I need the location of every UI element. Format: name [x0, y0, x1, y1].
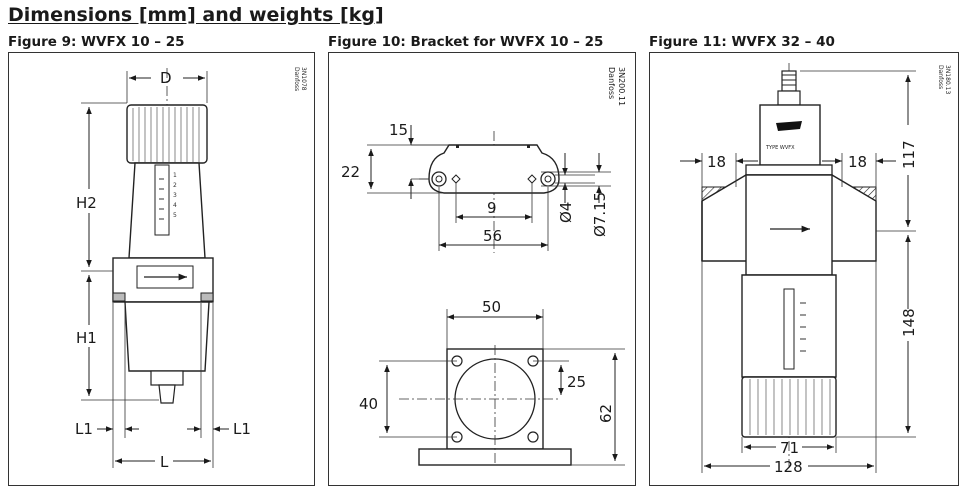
svg-text:25: 25	[567, 373, 586, 391]
dim-56: 56	[438, 187, 549, 251]
svg-text:Ø7.15: Ø7.15	[591, 192, 609, 237]
figure-10-panel: Danfoss 3N200.11 15 22 9	[328, 52, 636, 486]
svg-text:18: 18	[707, 153, 726, 171]
svg-text:148: 148	[900, 308, 918, 337]
svg-text:50: 50	[482, 298, 501, 316]
dim-40: 40	[359, 360, 457, 438]
svg-text:Danfoss: Danfoss	[293, 67, 300, 91]
svg-text:62: 62	[597, 404, 615, 423]
dim-diameters: Ø4 Ø7.15	[541, 153, 611, 237]
figure-10-code: Danfoss 3N200.11	[607, 67, 626, 106]
bellows-housing	[124, 301, 210, 404]
bracket-front-view	[399, 345, 572, 466]
dim-62: 62	[543, 348, 625, 466]
dim-18-right: 18	[822, 153, 896, 187]
svg-text:22: 22	[341, 163, 360, 181]
figure-10-drawing: Danfoss 3N200.11 15 22 9	[341, 67, 626, 466]
dim-22: 22	[341, 144, 449, 194]
svg-text:56: 56	[483, 227, 502, 245]
svg-text:L: L	[160, 453, 169, 471]
svg-text:L1: L1	[233, 420, 251, 438]
svg-text:117: 117	[900, 140, 918, 169]
dim-L: L	[115, 453, 211, 471]
page-title: Dimensions [mm] and weights [kg]	[8, 4, 384, 26]
valve-body	[112, 257, 214, 303]
dim-18-left: 18	[680, 153, 758, 187]
svg-text:18: 18	[848, 153, 867, 171]
svg-text:3N1078: 3N1078	[300, 67, 307, 91]
dim-D: D	[126, 69, 208, 103]
dim-L1: L1 L1	[75, 303, 251, 468]
svg-text:15: 15	[389, 121, 408, 139]
svg-text:9: 9	[487, 199, 497, 217]
dim-25: 25	[533, 360, 586, 395]
svg-text:71: 71	[780, 439, 799, 457]
figure-9-panel: Danfoss 3N1078 1 2 3 4 5	[8, 52, 315, 486]
valve-body-11	[701, 164, 877, 276]
dim-50: 50	[446, 298, 544, 349]
figure-11-caption: Figure 11: WVFX 32 – 40	[649, 34, 835, 50]
dim-148: 148	[836, 235, 918, 438]
svg-text:3N180.13: 3N180.13	[944, 65, 951, 94]
pressure-connection	[777, 70, 801, 106]
dim-9: 9	[455, 183, 533, 223]
svg-text:L1: L1	[75, 420, 93, 438]
scale-mark-1: 1	[173, 172, 177, 179]
svg-text:H2: H2	[76, 194, 97, 212]
dim-128: 128	[701, 261, 877, 476]
figure-9-drawing: Danfoss 3N1078 1 2 3 4 5	[75, 67, 307, 471]
figure-10-caption: Figure 10: Bracket for WVFX 10 – 25	[328, 34, 604, 50]
valve-head: TYPE WVFX	[759, 104, 821, 166]
dim-H2: H2	[76, 102, 127, 272]
scale-mark-2: 2	[173, 182, 177, 189]
figure-11-drawing: Danfoss 3N180.13 TYPE WVFX	[680, 63, 951, 476]
type-label: TYPE WVFX	[765, 145, 795, 151]
svg-text:D: D	[160, 69, 172, 87]
adjusting-knob	[126, 104, 208, 164]
spring-housing: 1 2 3 4 5	[128, 162, 206, 259]
scale-mark-3: 3	[173, 192, 177, 199]
dim-117: 117	[800, 70, 918, 232]
figure-11-panel: Danfoss 3N180.13 TYPE WVFX	[649, 52, 959, 486]
svg-text:128: 128	[774, 458, 803, 476]
figure-9-code: Danfoss 3N1078	[293, 67, 307, 91]
svg-text:40: 40	[359, 395, 378, 413]
dim-H1: H1	[76, 275, 159, 401]
svg-text:3N200.11: 3N200.11	[617, 67, 626, 106]
lower-housing-11	[741, 274, 837, 438]
dim-71: 71	[741, 437, 837, 457]
svg-text:Ø4: Ø4	[557, 202, 575, 223]
figure-11-code: Danfoss 3N180.13	[937, 65, 951, 94]
svg-text:H1: H1	[76, 329, 97, 347]
figure-9-caption: Figure 9: WVFX 10 – 25	[8, 34, 185, 50]
svg-text:Danfoss: Danfoss	[937, 65, 944, 89]
bracket-side-view	[419, 131, 560, 253]
scale-mark-5: 5	[173, 212, 177, 219]
svg-text:Danfoss: Danfoss	[607, 67, 616, 99]
scale-mark-4: 4	[173, 202, 177, 209]
